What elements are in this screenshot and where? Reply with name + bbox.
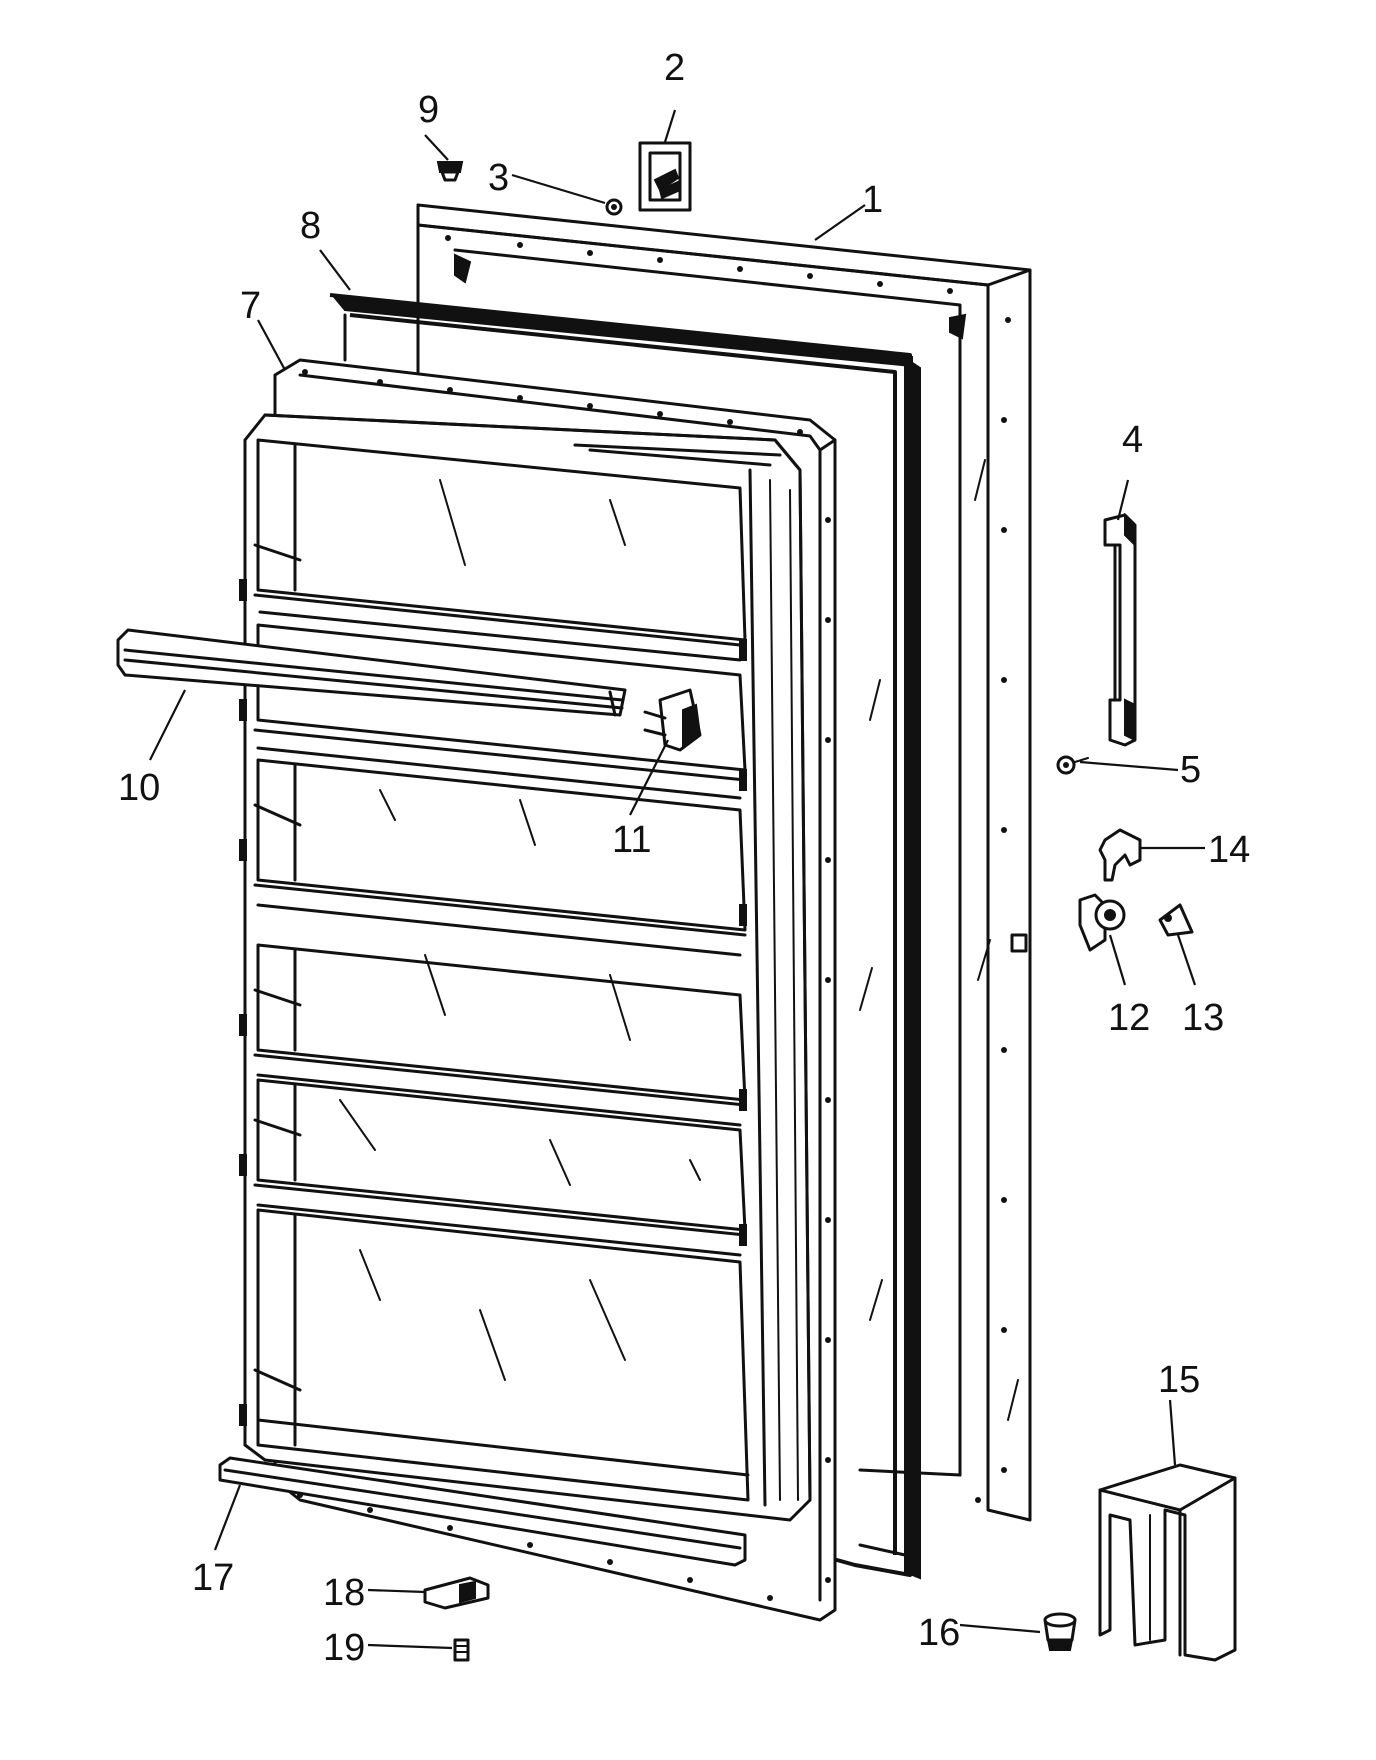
callout-16: 16	[918, 1612, 960, 1654]
latch-bracket	[1098, 828, 1142, 882]
liner-holes	[297, 369, 831, 1601]
callout-11: 11	[612, 819, 651, 861]
bar-end-cap	[643, 688, 702, 752]
handle-bracket	[638, 141, 692, 212]
callout-18: 18	[323, 1572, 365, 1614]
plug-button-9	[436, 161, 464, 182]
outer-door-panel	[416, 203, 1032, 1522]
callout-5: 5	[1180, 749, 1201, 791]
screw-5	[1056, 755, 1089, 775]
leader-lines	[149, 109, 1205, 1650]
callout-2: 2	[664, 47, 685, 89]
callout-4: 4	[1122, 419, 1143, 461]
shelf-6	[253, 1208, 750, 1502]
screw-19	[453, 1638, 470, 1662]
wedge-13	[1158, 903, 1194, 937]
callout-1: 1	[862, 179, 883, 221]
hinge-clip	[423, 1576, 490, 1610]
inner-door-liner	[239, 358, 837, 1622]
callout-14: 14	[1208, 829, 1250, 871]
callout-8: 8	[300, 205, 321, 247]
shelf-3	[253, 758, 747, 957]
callout-10: 10	[118, 767, 160, 809]
shelf-bar	[116, 628, 627, 717]
callouts: 1 2 3 4 5 7 8 9 10 11 12 13 14 15 16 17 …	[118, 47, 1250, 1669]
door-gasket	[329, 293, 921, 1580]
latch-roller	[1078, 893, 1126, 952]
plug-16	[1043, 1612, 1077, 1651]
callout-7: 7	[240, 285, 261, 327]
bracket-block	[1098, 1463, 1237, 1662]
callout-13: 13	[1182, 997, 1224, 1039]
callout-3: 3	[488, 157, 509, 199]
callout-15: 15	[1158, 1359, 1200, 1401]
door-handle	[1103, 512, 1137, 747]
callout-19: 19	[323, 1627, 365, 1669]
callout-9: 9	[418, 89, 439, 131]
screw-3	[605, 198, 623, 216]
callout-17: 17	[192, 1557, 234, 1599]
panel-holes	[445, 235, 1011, 1503]
bottom-trim	[218, 1456, 747, 1567]
callout-12: 12	[1108, 997, 1150, 1039]
